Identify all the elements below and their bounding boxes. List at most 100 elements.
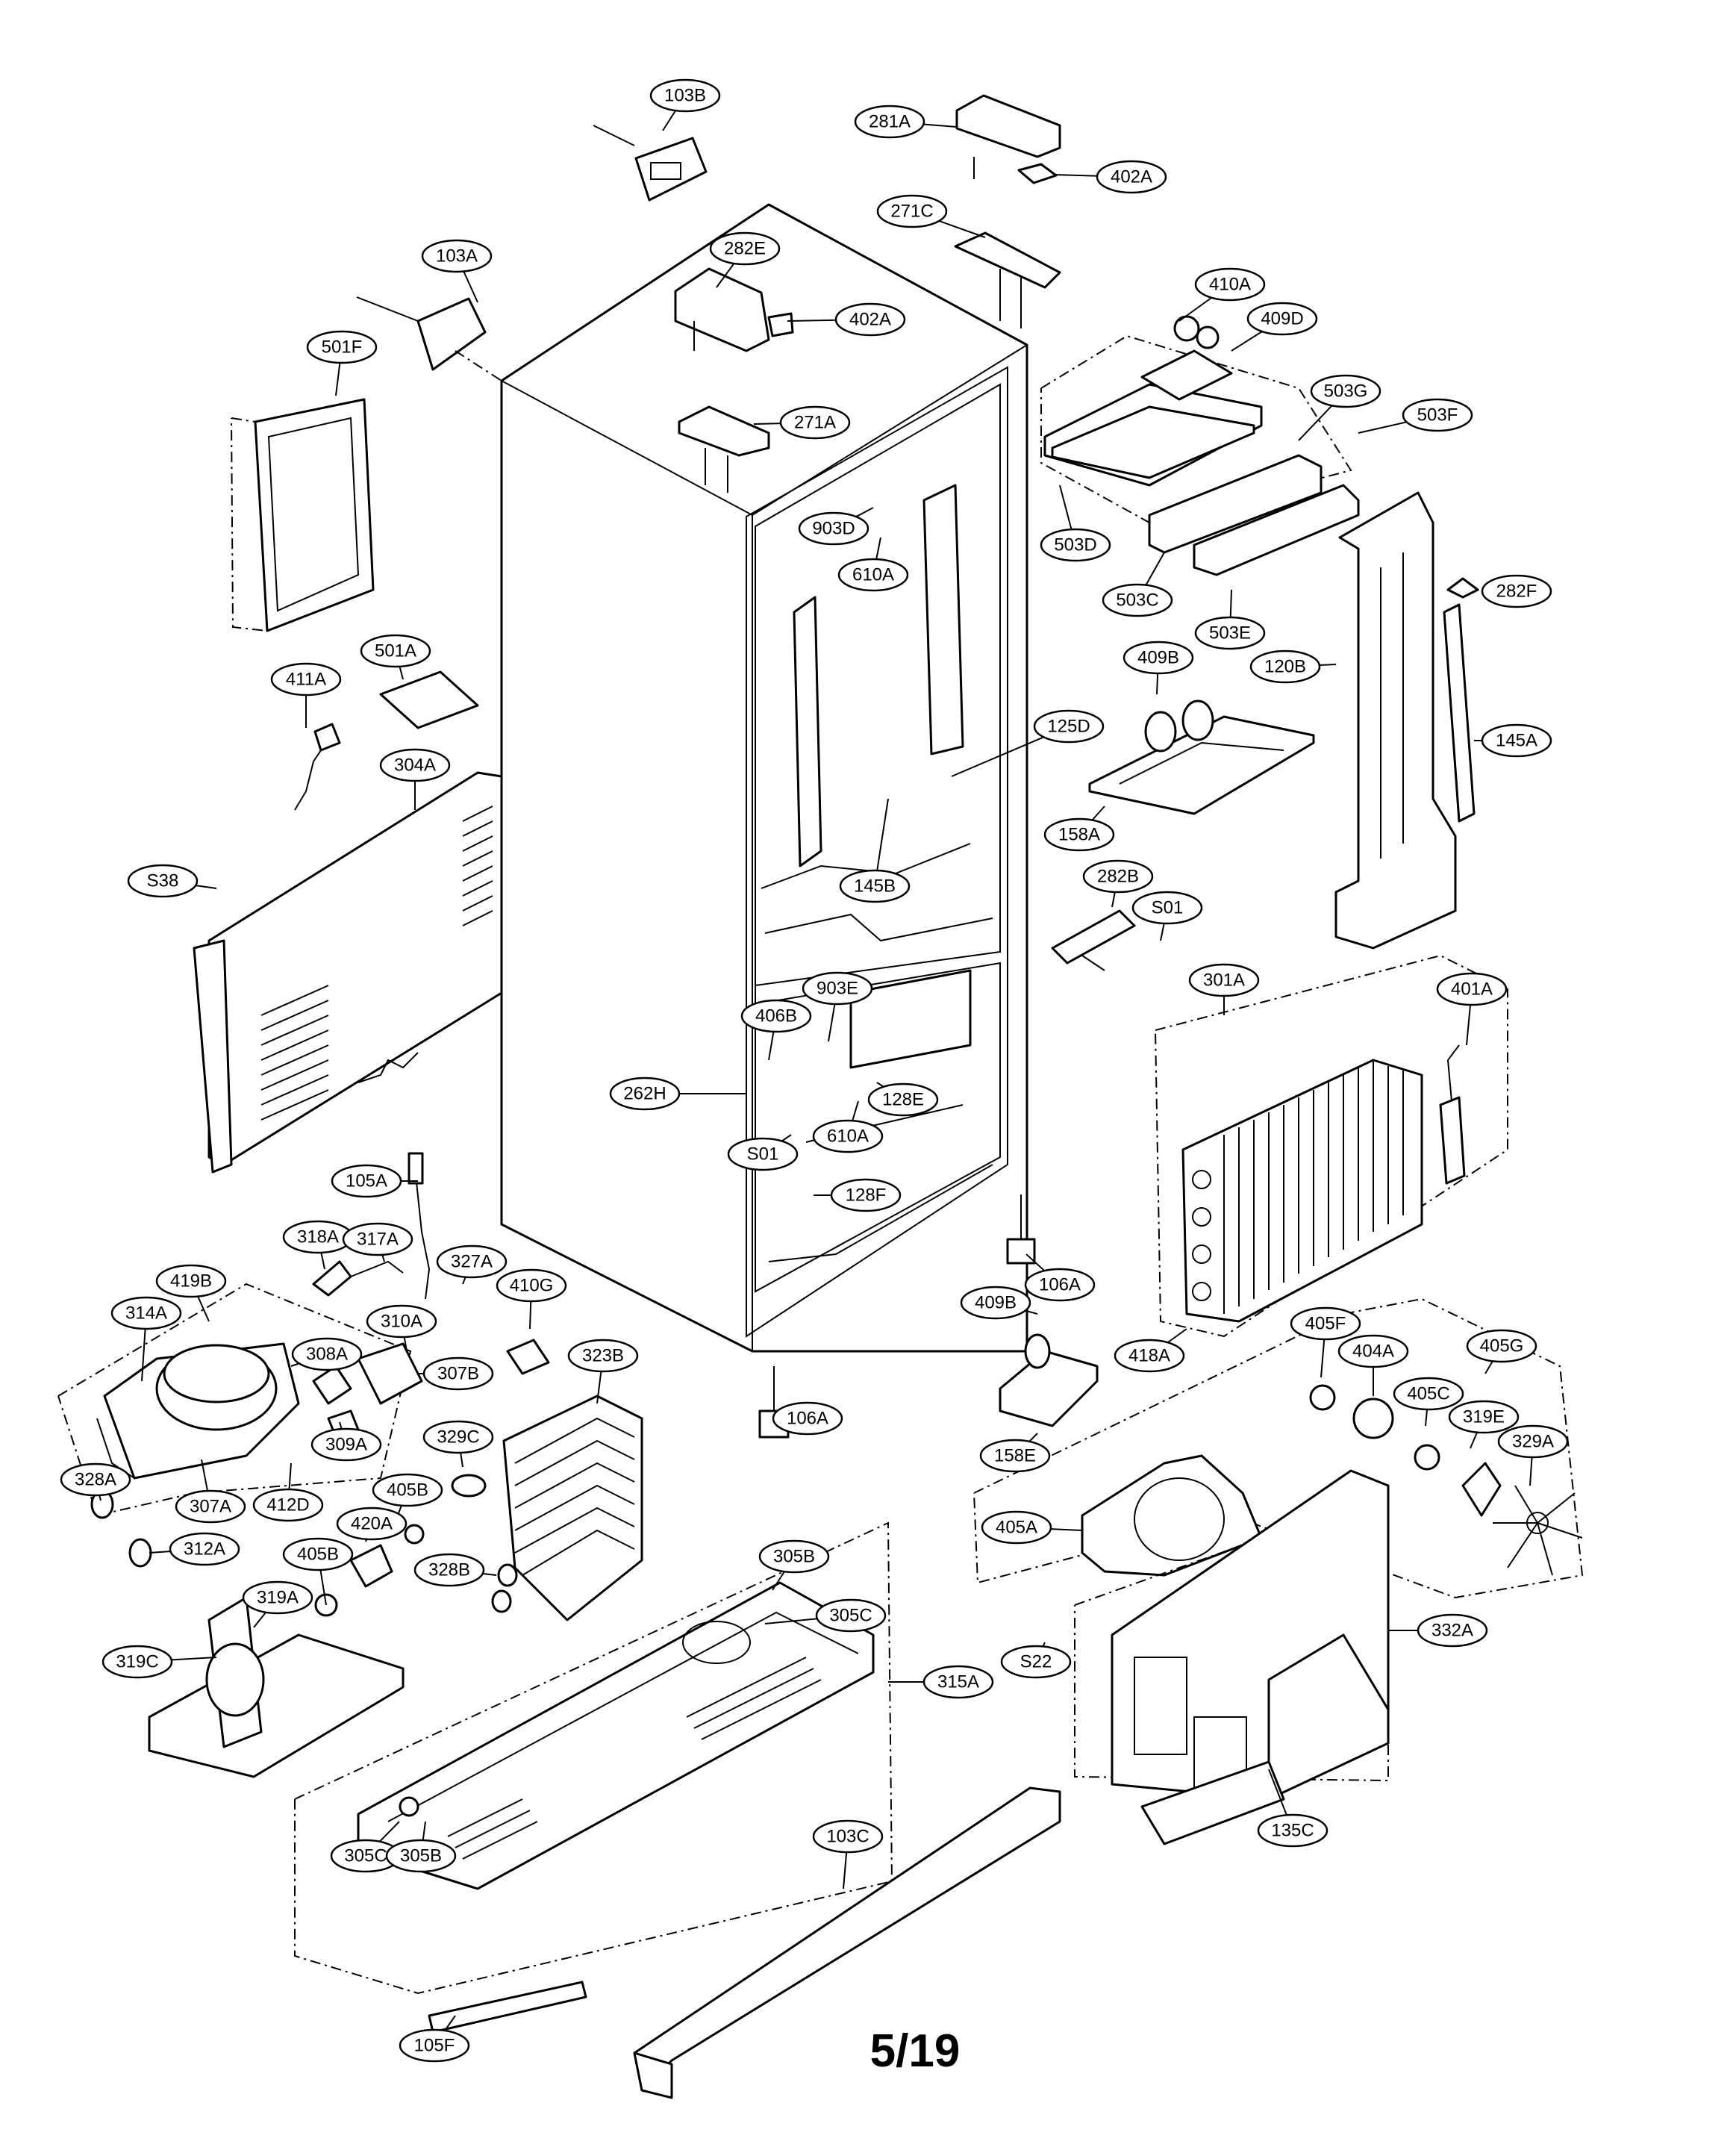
callout-317a: 317A [342, 1222, 413, 1256]
callout-label: 105A [346, 1171, 387, 1191]
callout-305c: 305C [815, 1598, 887, 1633]
hinge-cover-103b [593, 125, 708, 202]
callout-oval [609, 1077, 681, 1111]
callout-oval [1257, 1813, 1328, 1848]
callout-label: 409D [1261, 309, 1303, 329]
callout-oval [366, 1304, 437, 1339]
callout-312a: 312A [169, 1532, 240, 1566]
callout-oval [567, 1339, 639, 1373]
hinge-cover-282e [674, 267, 794, 352]
callout-label: 405B [387, 1480, 428, 1501]
callout-label: 305B [773, 1547, 815, 1567]
callout-309a: 309A [310, 1427, 382, 1462]
callout-307a: 307A [175, 1489, 246, 1524]
evaporator-301a [1155, 954, 1508, 1338]
callout-158e: 158E [979, 1439, 1051, 1473]
callout-label: 329C [437, 1427, 479, 1448]
callout-label: 401A [1451, 979, 1493, 1000]
callout-158a: 158A [1043, 817, 1115, 852]
callout-402a: 402A [834, 302, 906, 337]
callout-label: 405A [996, 1518, 1037, 1538]
control-housing [1040, 315, 1360, 576]
lamp-tray-158a [1088, 700, 1315, 815]
callout-405a: 405A [981, 1510, 1052, 1545]
callout-label: 128F [846, 1186, 887, 1206]
callout-label: 402A [849, 310, 891, 330]
callout-label: 501F [322, 337, 363, 358]
callout-oval [310, 1427, 382, 1462]
callout-oval [772, 1401, 843, 1436]
fan-assembly [973, 1297, 1584, 1599]
callout-610a: 610A [837, 558, 909, 592]
base-plate-315a [294, 1521, 893, 1995]
evaporator-cover-332a [1074, 1469, 1390, 1845]
callout-oval [342, 1222, 413, 1256]
callout-oval [812, 1119, 884, 1153]
callout-label: 310A [381, 1312, 422, 1332]
callout-332a: 332A [1417, 1613, 1488, 1648]
callout-label: 319C [116, 1652, 158, 1672]
callout-oval [1123, 641, 1194, 675]
callout-103b: 103B [649, 78, 721, 113]
callout-label: 405G [1480, 1336, 1524, 1356]
callout-oval [867, 1082, 939, 1117]
callout-label: 305C [344, 1846, 387, 1866]
callout-label: 404A [1352, 1342, 1394, 1362]
callout-label: 405C [1407, 1384, 1449, 1404]
callout-106a: 106A [1024, 1268, 1096, 1302]
callout-315a: 315A [922, 1665, 994, 1699]
hinge-271c [954, 231, 1061, 328]
callout-oval [1194, 616, 1266, 650]
callout-405f: 405F [1290, 1306, 1361, 1341]
callout-label: 281A [869, 112, 911, 132]
grille-103c [633, 1786, 1061, 2099]
callout-label: S38 [147, 871, 179, 891]
callout-oval [1393, 1377, 1464, 1411]
callout-oval [436, 1244, 508, 1279]
callout-label: 106A [1039, 1275, 1081, 1295]
callout-oval [1466, 1329, 1537, 1363]
callout-oval [1290, 1306, 1361, 1341]
compressor-assembly [57, 1283, 423, 1568]
callout-label: 103C [826, 1827, 869, 1847]
callout-262h: 262H [609, 1077, 681, 1111]
callout-label: 411A [286, 670, 326, 690]
callout-label: 314A [125, 1303, 167, 1324]
callout-128e: 128E [867, 1082, 939, 1117]
callout-label: 332A [1431, 1621, 1473, 1641]
machine-cover-304a [193, 771, 503, 1174]
callout-label: 903E [817, 979, 858, 999]
callout-label: 282E [724, 239, 766, 259]
callout-label: 304A [394, 755, 436, 776]
callout-label: 282B [1097, 867, 1139, 887]
part-410g [506, 1339, 550, 1375]
callout-oval [1337, 1334, 1409, 1368]
callout-label: 317A [357, 1230, 399, 1250]
valve-318a [312, 1260, 404, 1297]
callout-401a: 401A [1436, 972, 1508, 1006]
callout-label: 406B [755, 1006, 797, 1026]
callout-903e: 903E [802, 971, 873, 1006]
callout-oval [413, 1553, 485, 1587]
callout-oval [331, 1164, 402, 1198]
callout-oval [282, 1537, 354, 1571]
callout-103a: 103A [421, 239, 493, 273]
callout-oval [815, 1598, 887, 1633]
callout-oval [709, 231, 781, 266]
power-cord-411a [294, 723, 341, 811]
callout-503f: 503F [1402, 398, 1473, 432]
callout-419b: 419B [155, 1264, 227, 1298]
hinge-271a [678, 405, 770, 493]
callout-label: 418A [1128, 1346, 1170, 1366]
callout-oval [379, 748, 451, 782]
callout-oval [127, 864, 199, 898]
callout-oval [1497, 1424, 1569, 1459]
drain-pan-319a [148, 1596, 405, 1778]
callout-410g: 410G [496, 1268, 567, 1303]
callout-103c: 103C [812, 1819, 884, 1854]
air-duct-120b [1334, 491, 1479, 950]
callout-oval [421, 239, 493, 273]
callout-323b: 323B [567, 1339, 639, 1373]
callout-128f: 128F [830, 1178, 902, 1212]
callout-label: 125D [1047, 717, 1090, 737]
